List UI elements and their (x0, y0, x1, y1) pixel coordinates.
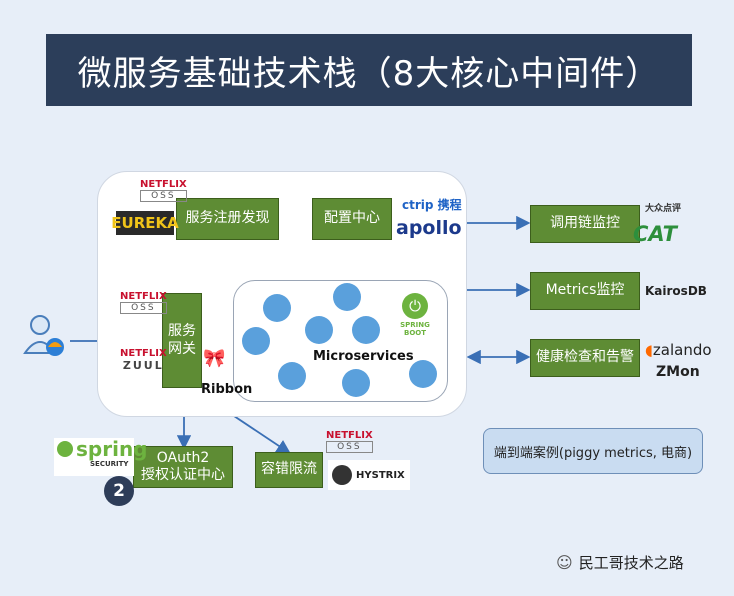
service-registry-box[interactable]: 服务注册发现 (176, 198, 279, 240)
microservice-node (333, 283, 361, 311)
hystrix-badge-icon (332, 465, 352, 485)
kairosdb-logo: KairosDB (645, 284, 707, 298)
microservice-node (305, 316, 333, 344)
user-icon (22, 313, 68, 359)
metrics-monitoring-box[interactable]: Metrics监控 (530, 272, 640, 310)
netflix-oss-logo: NETFLIX OSS (120, 291, 167, 314)
zalando-logo: ◖zalando (645, 341, 712, 359)
api-gateway-box[interactable]: 服务 网关 (162, 293, 202, 388)
microservice-node (342, 369, 370, 397)
apollo-logo: apollo (396, 217, 462, 239)
netflix-zuul-logo: NETFLIX ZUUL (120, 348, 167, 373)
spring-security-logo: spring SECURITY (54, 438, 148, 476)
fault-tolerance-box[interactable]: 容错限流 (255, 452, 323, 488)
microservice-node (409, 360, 437, 388)
page-title: 微服务基础技术栈（8大核心中间件） (46, 34, 692, 106)
ribbon-label: Ribbon (201, 382, 253, 397)
leaf-icon (57, 441, 73, 457)
microservice-node (278, 362, 306, 390)
microservices-label: Microservices (313, 349, 414, 364)
health-alert-box[interactable]: 健康检查和告警 (530, 339, 640, 377)
eureka-logo: EUREKA (111, 211, 179, 235)
spring-boot-logo: ⏻ SPRING BOOT (390, 293, 440, 337)
microservice-node (242, 327, 270, 355)
dianping-logo: 大众点评 (645, 204, 682, 214)
netflix-oss-logo: NETFLIX OSS (326, 430, 373, 453)
wechat-icon: ☺ (556, 553, 573, 572)
config-center-box[interactable]: 配置中心 (312, 198, 392, 240)
microservice-node (263, 294, 291, 322)
cat-logo: CAT (633, 222, 677, 246)
watermark: ☺ 民工哥技术之路 (556, 553, 684, 572)
oauth2-logo: 2 (104, 476, 134, 506)
hystrix-logo: HYSTRIX (328, 460, 410, 490)
power-icon: ⏻ (402, 293, 428, 319)
ctrip-logo: ctrip 携程 (402, 198, 462, 212)
case-study-button[interactable]: 端到端案例(piggy metrics, 电商) (483, 428, 703, 474)
zalando-icon: ◖ (645, 341, 653, 359)
microservice-node (352, 316, 380, 344)
zmon-logo: ZMon (656, 364, 700, 380)
trace-monitoring-box[interactable]: 调用链监控 (530, 205, 640, 243)
oauth2-center-box[interactable]: OAuth2 授权认证中心 (133, 446, 233, 488)
netflix-oss-logo: NETFLIX OSS (140, 179, 187, 202)
ribbon-icon: 🎀 (203, 348, 226, 369)
